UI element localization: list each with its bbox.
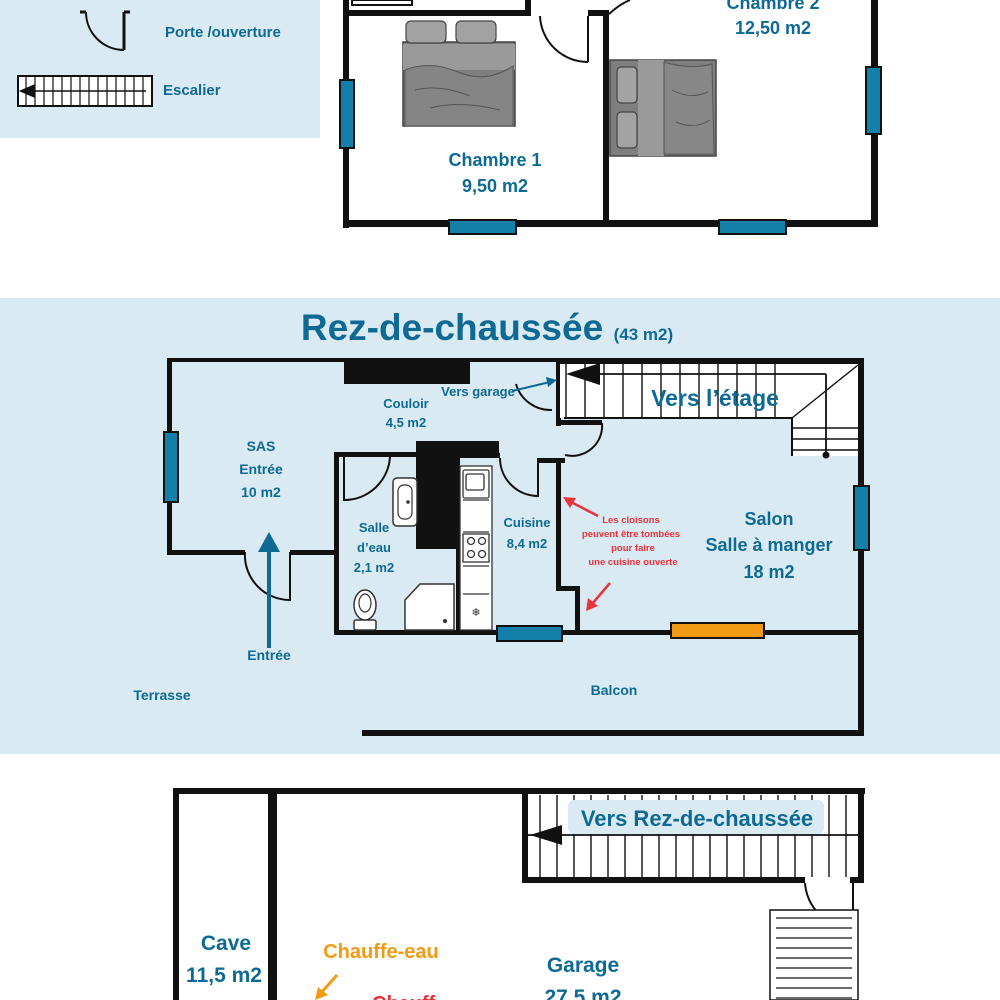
window: [339, 79, 355, 149]
legend-panel: [0, 0, 320, 138]
label-cuisine: Cuisine: [504, 515, 551, 530]
red-arrow-down: [586, 582, 611, 611]
stair-diagonal: [791, 364, 859, 419]
orange-arrow: [315, 974, 339, 1000]
ground-stairs: [560, 362, 859, 459]
label-entree: Entrée: [247, 647, 291, 663]
window: [865, 66, 882, 135]
label-sas: SAS: [247, 438, 276, 454]
arrow-vers-garage: [511, 377, 557, 392]
label-salle-a-manger: Salle à manger: [705, 535, 832, 555]
basement-stairs-right: [769, 909, 859, 1000]
vers-rdc-label-bg: [568, 800, 824, 834]
bed-icon: [609, 59, 717, 157]
label-vers-rdc: Vers Rez-de-chaussée: [581, 806, 813, 831]
cooktop-icon: [462, 533, 490, 563]
legend-stair-label: Escalier: [163, 82, 221, 99]
label-terrasse: Terrasse: [133, 687, 191, 703]
label-sas-entree: Entrée: [239, 461, 283, 477]
label-vers-garage: Vers garage: [441, 384, 515, 399]
entry-arrow-icon: [258, 532, 280, 648]
bed-icon: [402, 20, 516, 127]
label-couloir-area: 4,5 m2: [386, 415, 426, 430]
note-line-4: une cuisine ouverte: [588, 557, 677, 568]
red-arrow-up: [563, 497, 599, 518]
label-cave-area: 11,5 m2: [186, 964, 262, 987]
label-sas-area: 10 m2: [241, 484, 281, 500]
window-balcony: [670, 622, 765, 639]
upper-floor: Chambre 1 9,50 m2 Chambre 2 12,50 m2: [339, 0, 882, 235]
label-balcon: Balcon: [591, 682, 638, 698]
label-couloir: Couloir: [383, 396, 429, 411]
window: [853, 485, 870, 551]
label-cuisine-area: 8,4 m2: [507, 536, 547, 551]
note-line-3: pour faire: [611, 543, 655, 554]
ground-title-main: Rez-de-chaussée: [301, 307, 603, 348]
ground-doors: [243, 383, 604, 602]
room-name-chambre-1: Chambre 1: [448, 150, 541, 170]
label-salon-area: 18 m2: [743, 562, 794, 582]
kitchen-sink-icon: [462, 469, 490, 499]
ground-floor-title: Rez-de-chaussée (43 m2): [301, 307, 673, 348]
legend-door-label: Porte /ouverture: [165, 24, 281, 41]
label-cave: Cave: [201, 932, 251, 955]
snowflake-icon: ❄: [471, 606, 480, 619]
room-area-chambre-2: 12,50 m2: [735, 18, 811, 38]
door-legend-icon: [80, 10, 130, 51]
window: [718, 219, 787, 235]
label-garage-area: 27,5 m2: [544, 986, 621, 1000]
ground-title-area: (43 m2): [614, 325, 674, 344]
label-salle-deau-area: 2,1 m2: [354, 560, 394, 575]
label-vers-etage: Vers l’étage: [651, 385, 779, 411]
label-chauffe-eau: Chauffe-eau: [323, 941, 439, 963]
room-name-chambre-2: Chambre 2: [726, 0, 819, 13]
window: [496, 625, 563, 642]
sink-icon: [392, 477, 418, 527]
room-area-chambre-1: 9,50 m2: [462, 176, 528, 196]
basement-walls: [173, 788, 865, 1000]
chambre2-door-arc: [608, 0, 631, 15]
label-salle-deau: Salle: [359, 520, 389, 535]
chambre1-door: [539, 15, 589, 64]
label-salle-deau-2: d’eau: [357, 540, 391, 555]
stair-legend-icon: [17, 75, 153, 107]
shower-icon: [404, 583, 455, 631]
red-text-fragment: Chauff: [372, 993, 436, 1000]
label-salon: Salon: [744, 509, 793, 529]
toilet-icon: [353, 589, 377, 631]
kitchen-counter: ❄: [459, 465, 493, 631]
window: [448, 219, 517, 235]
note-line-1: Les cloisons: [602, 515, 660, 526]
note-line-2: peuvent être tombées: [582, 529, 680, 540]
window: [163, 431, 179, 503]
label-garage: Garage: [547, 954, 619, 977]
